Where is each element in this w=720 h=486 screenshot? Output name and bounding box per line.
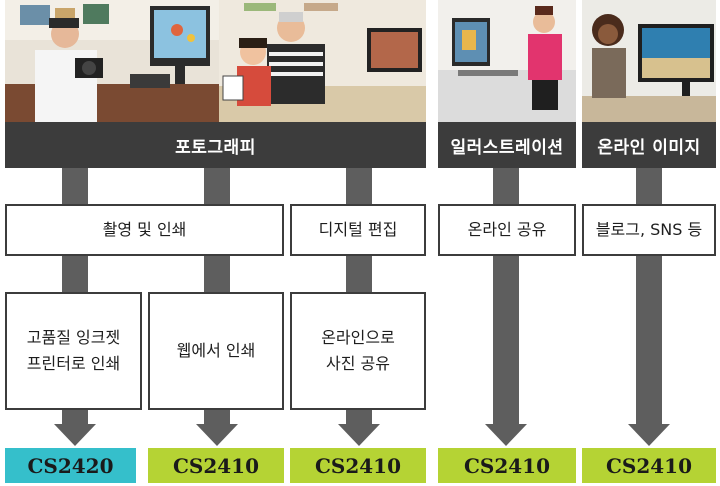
arrow-stem [636, 256, 662, 424]
arrow-stem [493, 256, 519, 424]
connector [62, 256, 88, 292]
arrow-head [338, 424, 380, 446]
output-photo-share: 온라인으로 사진 공유 [290, 292, 426, 410]
category-illustration: 일러스트레이션 [438, 122, 576, 168]
model-label-4: CS2410 [438, 448, 576, 483]
use-blog-sns: 블로그, SNS 등 [582, 204, 716, 256]
photo-illustrator [438, 0, 576, 122]
arrow-head [628, 424, 670, 446]
arrow-stem [346, 410, 372, 424]
use-digital-edit: 디지털 편집 [290, 204, 426, 256]
connector [346, 256, 372, 292]
output-photo-share-line1: 온라인으로 [321, 327, 395, 347]
category-online-image: 온라인 이미지 [582, 122, 716, 168]
connector [493, 168, 519, 204]
connector [204, 256, 230, 292]
output-web-print: 웹에서 인쇄 [148, 292, 284, 410]
output-photo-share-line2: 사진 공유 [326, 354, 390, 373]
photo-family [219, 0, 426, 122]
model-label-2: CS2410 [148, 448, 284, 483]
connector [204, 168, 230, 204]
output-inkjet-print: 고품질 잉크젯 프린터로 인쇄 [5, 292, 142, 410]
arrow-head [54, 424, 96, 446]
model-label-1: CS2420 [5, 448, 136, 483]
connector [62, 168, 88, 204]
photo-photographer [5, 0, 219, 122]
model-label-5: CS2410 [582, 448, 716, 483]
arrow-head [196, 424, 238, 446]
photo-online-user [582, 0, 716, 122]
use-online-share: 온라인 공유 [438, 204, 576, 256]
model-label-3: CS2410 [290, 448, 426, 483]
output-inkjet-line1: 고품질 잉크젯 [26, 327, 121, 347]
use-shooting-print: 촬영 및 인쇄 [5, 204, 284, 256]
connector [636, 168, 662, 204]
connector [346, 168, 372, 204]
output-web-print-label: 웹에서 인쇄 [176, 340, 256, 360]
arrow-head [485, 424, 527, 446]
arrow-stem [62, 410, 88, 424]
category-photography: 포토그래피 [5, 122, 426, 168]
arrow-stem [204, 410, 230, 424]
output-inkjet-line2: 프린터로 인쇄 [26, 354, 121, 373]
